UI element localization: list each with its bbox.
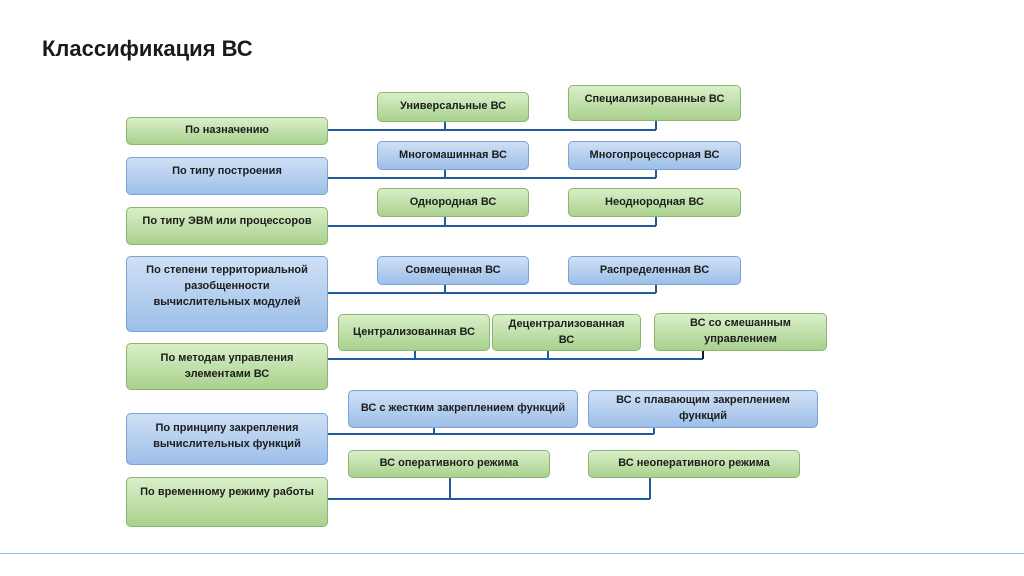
type-floating-binding: ВС с плавающим закреплением функций xyxy=(588,390,818,428)
type-offline-mode: ВС неоперативного режима xyxy=(588,450,800,478)
type-centralized: Централизованная ВС xyxy=(338,314,490,351)
type-specialized: Специализированные ВС xyxy=(568,85,741,121)
type-combined: Совмещенная ВС xyxy=(377,256,529,285)
category-control-methods: По методам управления элементами ВС xyxy=(126,343,328,390)
type-rigid-binding: ВС с жестким закреплением функций xyxy=(348,390,578,428)
type-universal: Универсальные ВС xyxy=(377,92,529,122)
type-online-mode: ВС оперативного режима xyxy=(348,450,550,478)
category-structure-type: По типу построения xyxy=(126,157,328,195)
page-title: Классификация ВС xyxy=(42,36,253,61)
type-multiprocessor: Многопроцессорная ВС xyxy=(568,141,741,170)
category-territorial-separation: По степени территориальной разобщенности… xyxy=(126,256,328,332)
type-heterogeneous: Неоднородная ВС xyxy=(568,188,741,217)
type-multimachine: Многомашинная ВС xyxy=(377,141,529,170)
type-decentralized: Децентрализованная ВС xyxy=(492,314,641,351)
type-homogeneous: Однородная ВС xyxy=(377,188,529,217)
type-distributed: Распределенная ВС xyxy=(568,256,741,285)
category-time-mode: По временному режиму работы xyxy=(126,477,328,527)
category-function-binding: По принципу закрепления вычислительных ф… xyxy=(126,413,328,465)
category-processor-type: По типу ЭВМ или процессоров xyxy=(126,207,328,245)
category-purpose: По назначению xyxy=(126,117,328,145)
footer-divider xyxy=(0,553,1024,554)
type-mixed-control: ВС со смешанным управлением xyxy=(654,313,827,351)
